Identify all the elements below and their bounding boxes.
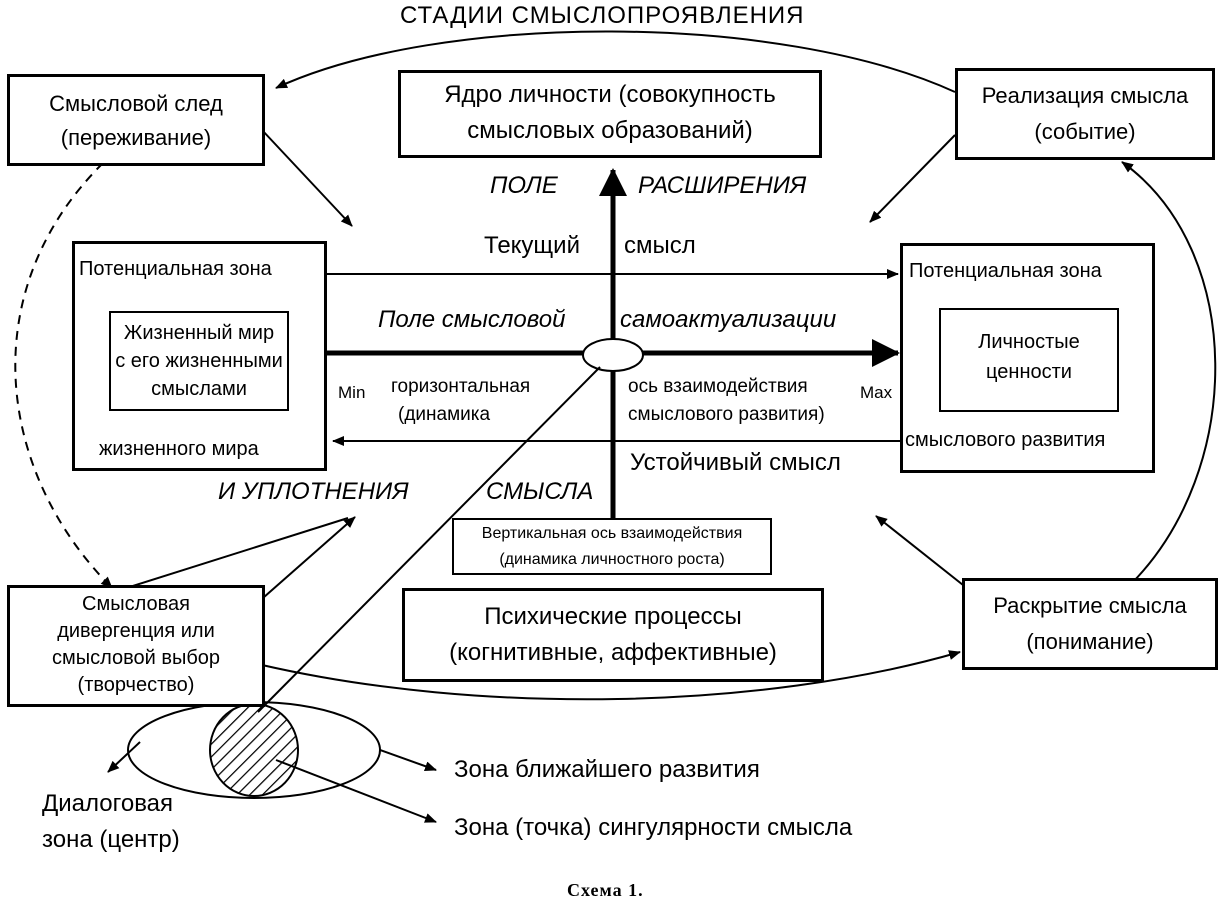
- label-pole-smyslovoy: Поле смысловой: [378, 306, 566, 333]
- box-realizatsiya-line2: (событие): [1034, 119, 1136, 144]
- arrow-sled-to-center: [261, 129, 353, 227]
- label-horiz-right-2: смыслового развития): [628, 404, 825, 425]
- label-i-uplotneniya: И УПЛОТНЕНИЯ: [218, 478, 409, 505]
- box-realizatsiya-line1: Реализация смысла: [981, 83, 1189, 108]
- box-divergentsiya-line3: смысловой выбор: [51, 647, 221, 669]
- right-zone-bottom-label: смыслового развития: [905, 429, 1106, 451]
- box-smyslovoy-sled: Смысловой след (переживание): [7, 74, 265, 166]
- box-smyslovoy-sled-line1: Смысловой след: [49, 91, 223, 116]
- arrow-to-zona-sing: [275, 759, 437, 823]
- label-smysl: смысл: [624, 232, 696, 259]
- box-yadro-line2: смысловых образований): [467, 117, 753, 144]
- arrow-divergentsiya-to-center: [254, 516, 356, 606]
- vertical-axis-line1: Вертикальная ось взаимодействия: [481, 525, 743, 542]
- box-psikh-line1: Психические процессы: [484, 603, 742, 630]
- left-zone-inner-box: Жизненный мир с его жизненными смыслами: [109, 311, 289, 411]
- right-zone-inner-box: Личностые ценности: [939, 308, 1119, 412]
- box-psikhicheskie-protsessy: Психические процессы (когнитивные, аффек…: [402, 588, 824, 682]
- left-potential-zone: Потенциальная зона Жизненный мир с его ж…: [72, 241, 327, 471]
- label-dialog-line2: зона (центр): [42, 826, 180, 853]
- box-divergentsiya-line1: Смысловая: [82, 593, 190, 615]
- label-horiz-left-2: (динамика: [398, 404, 491, 425]
- figure-caption: Схема 1.: [567, 880, 644, 900]
- right-zone-top-label: Потенциальная зона: [909, 260, 1102, 282]
- arc-divergentsiya-to-raskrytie: [261, 650, 961, 701]
- right-inner-line1: Личностые: [978, 331, 1080, 353]
- dashed-sled-to-divergentsiya: [14, 162, 113, 589]
- label-pole: ПОЛЕ: [490, 172, 558, 199]
- zone-singulyarnosti-ellipse: [209, 703, 299, 797]
- label-dialog-line1: Диалоговая: [42, 790, 174, 817]
- arrow-to-zona-blizh: [379, 749, 437, 772]
- box-divergentsiya-line4: (творчество): [77, 674, 195, 696]
- diagram-title: СТАДИИ СМЫСЛОПРОЯВЛЕНИЯ: [400, 2, 805, 29]
- diagonal-center-to-dialog: [257, 366, 601, 713]
- box-divergentsiya-line2: дивергенция или: [57, 620, 215, 642]
- label-ustoychivy-smysl: Устойчивый смысл: [630, 449, 841, 476]
- arrow-to-dialog-label: [107, 741, 141, 773]
- box-smyslovoy-sled-line2: (переживание): [60, 125, 212, 150]
- arc-realizatsiya-to-sled: [275, 30, 956, 93]
- label-horiz-right-1: ось взаимодействия: [628, 376, 808, 397]
- arc-raskrytie-to-realizatsiya: [1121, 161, 1217, 586]
- right-potential-zone: Потенциальная зона Личностые ценности см…: [900, 243, 1155, 473]
- left-inner-line2: с его жизненными: [115, 350, 283, 372]
- center-ellipse: [582, 338, 644, 372]
- label-samoaktualizatsii: самоактуализации: [620, 306, 837, 333]
- label-max: Max: [860, 383, 893, 402]
- label-tekushchiy: Текущий: [484, 232, 580, 259]
- arrow-realizatsiya-to-center: [869, 134, 956, 223]
- box-raskrytie-line1: Раскрытие смысла: [993, 593, 1187, 618]
- label-min: Min: [338, 383, 366, 402]
- right-inner-line2: ценности: [986, 361, 1072, 383]
- label-rasshireniya: РАСШИРЕНИЯ: [638, 172, 807, 199]
- box-vertical-axis-label: Вертикальная ось взаимодействия (динамик…: [452, 518, 772, 575]
- box-raskrytie-line2: (понимание): [1026, 629, 1154, 654]
- arrow-raskrytie-to-center: [875, 515, 964, 586]
- label-smysla: СМЫСЛА: [486, 478, 594, 505]
- box-divergentsiya: Смысловая дивергенция или смысловой выбо…: [7, 585, 265, 707]
- box-yadro-line1: Ядро личности (совокупность: [444, 81, 776, 108]
- left-zone-top-label: Потенциальная зона: [79, 258, 272, 280]
- left-inner-line1: Жизненный мир: [123, 322, 275, 344]
- arrow-to-left-zone-bottom: [119, 517, 349, 591]
- vertical-axis-line2: (динамика личностного роста): [499, 551, 725, 568]
- label-zona-blizhaishego-razvitiya: Зона ближайшего развития: [454, 756, 760, 783]
- label-zona-singulyarnosti: Зона (точка) сингулярности смысла: [454, 814, 853, 841]
- box-psikh-line2: (когнитивные, аффективные): [449, 639, 777, 666]
- box-raskrytie-smysla: Раскрытие смысла (понимание): [962, 578, 1218, 670]
- box-realizatsiya-smysla: Реализация смысла (событие): [955, 68, 1215, 160]
- left-inner-line3: смыслами: [151, 378, 247, 400]
- box-yadro-lichnosti: Ядро личности (совокупность смысловых об…: [398, 70, 822, 158]
- left-zone-bottom-label: жизненного мира: [99, 438, 259, 460]
- label-horiz-left-1: горизонтальная: [391, 376, 531, 397]
